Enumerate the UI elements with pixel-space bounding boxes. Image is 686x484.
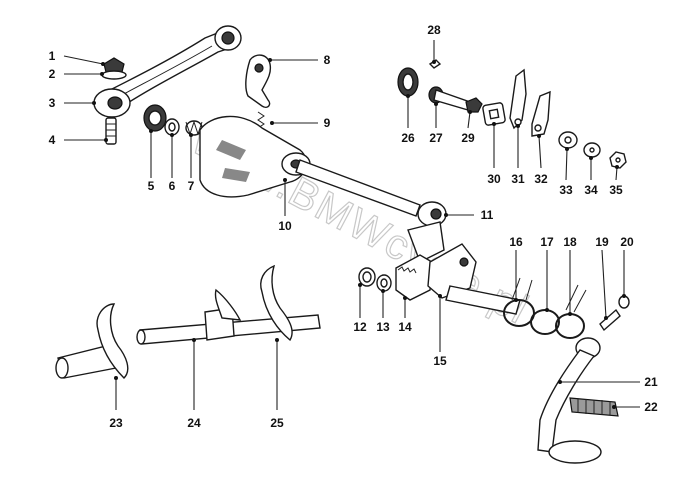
callout-23: 23 [109,416,123,430]
callout-20: 20 [620,235,634,249]
gear-segment-shaft-part [427,243,521,315]
shift-fork-left-part [55,303,129,379]
callout-2: 2 [49,67,56,81]
callout-26: 26 [401,131,415,145]
callout-8: 8 [324,53,331,67]
callout-34: 34 [584,183,598,197]
callout-22: 22 [644,400,658,414]
springs-and-clips-parts [503,277,630,339]
callout-16: 16 [509,235,523,249]
callout-33: 33 [559,183,573,197]
callout-11: 11 [481,208,494,222]
callout-9: 9 [324,116,331,130]
selector-plate-shaft-part [199,115,421,217]
callout-7: 7 [188,179,195,193]
neutral-switch-parts [397,59,627,169]
callout-18: 18 [563,235,577,249]
callout-24: 24 [187,416,201,430]
callout-15: 15 [433,354,447,368]
shaft-arm-part [407,201,447,263]
callout-19: 19 [595,235,609,249]
callout-3: 3 [49,96,56,110]
callout-14: 14 [398,320,412,334]
callout-12: 12 [353,320,367,334]
callout-17: 17 [540,235,554,249]
callout-28: 28 [427,23,441,37]
callout-30: 30 [487,172,501,186]
callout-31: 31 [511,172,525,186]
shift-lever-part [93,25,242,145]
callout-27: 27 [429,131,443,145]
kick-lever-part [537,337,619,464]
callout-21: 21 [644,375,658,389]
callout-4: 4 [49,133,56,147]
callout-6: 6 [169,179,176,193]
leader-lines [63,40,640,410]
callout-32: 32 [534,172,548,186]
callout-13: 13 [376,320,390,334]
callout-29: 29 [461,131,475,145]
callout-35: 35 [609,183,623,197]
callout-1: 1 [49,49,56,63]
callout-labels: 1 2 3 4 5 6 7 8 9 10 11 12 13 14 15 16 1… [49,23,658,430]
callout-25: 25 [270,416,284,430]
seal-washer-spring-parts [143,104,203,136]
washers-and-ratchet-parts [358,254,433,301]
shift-fork-right-part [214,264,293,342]
callout-5: 5 [148,179,155,193]
callout-10: 10 [278,219,292,233]
